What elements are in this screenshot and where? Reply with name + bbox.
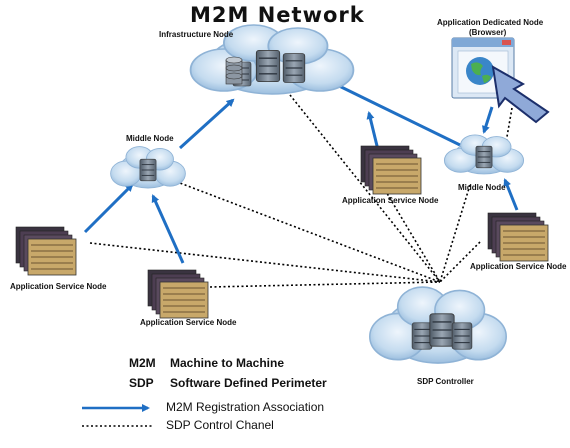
control-link-asn-left [89, 242, 441, 283]
legend-sdp-abbr: SDP [129, 376, 154, 390]
arrow-adn-to-middle-right [482, 106, 494, 134]
arrow-asn-right-to-middle-right [503, 178, 519, 211]
label-adn-line1: Application Dedicated Node [437, 18, 544, 27]
asn-right [487, 212, 549, 262]
sdp-control-channels [89, 94, 513, 288]
control-link-middle-left [171, 179, 441, 283]
legend-m2m-full: Machine to Machine [170, 356, 285, 370]
diagram-title: M2M Network [190, 3, 365, 27]
label-middle-node-left: Middle Node [126, 134, 174, 143]
control-link-infrastructure [289, 94, 441, 283]
cursor-arrow-icon [491, 65, 550, 124]
middle-node-right [443, 134, 525, 175]
control-link-asn-bottom [209, 281, 441, 288]
database-icon [225, 56, 243, 85]
arrow-asn-left-to-middle-left [83, 183, 134, 234]
label-infrastructure-node: Infrastructure Node [159, 30, 234, 39]
legend-m2m-abbr: M2M [129, 356, 156, 370]
arrow-asn-bottom-to-middle-left [151, 194, 185, 264]
label-asn-right: Application Service Node [470, 262, 567, 271]
legend-control-label: SDP Control Chanel [166, 418, 274, 432]
label-asn-center: Application Service Node [342, 196, 439, 205]
asn-left [15, 226, 77, 276]
arrow-asn-center-to-infrastructure [366, 111, 380, 151]
label-adn-line2: (Browser) [469, 28, 507, 37]
label-middle-node-right: Middle Node [458, 183, 506, 192]
middle-node-left [110, 146, 186, 189]
legend-sdp-full: Software Defined Perimeter [170, 376, 327, 390]
control-link-middle-right [439, 184, 471, 283]
sdp-controller-node [368, 286, 508, 364]
m2m-registration-arrows [83, 80, 519, 264]
label-asn-left: Application Service Node [10, 282, 107, 291]
arrow-middle-right-to-infrastructure [329, 80, 461, 147]
legend-registration-label: M2M Registration Association [166, 400, 325, 414]
asn-bottom [147, 269, 209, 319]
arrow-middle-left-to-infrastructure [178, 98, 235, 150]
infrastructure-node [189, 24, 355, 95]
asn-center [360, 145, 422, 195]
label-sdp-controller: SDP Controller [417, 377, 474, 386]
control-link-asn-right [439, 241, 481, 283]
label-asn-bottom: Application Service Node [140, 318, 237, 327]
